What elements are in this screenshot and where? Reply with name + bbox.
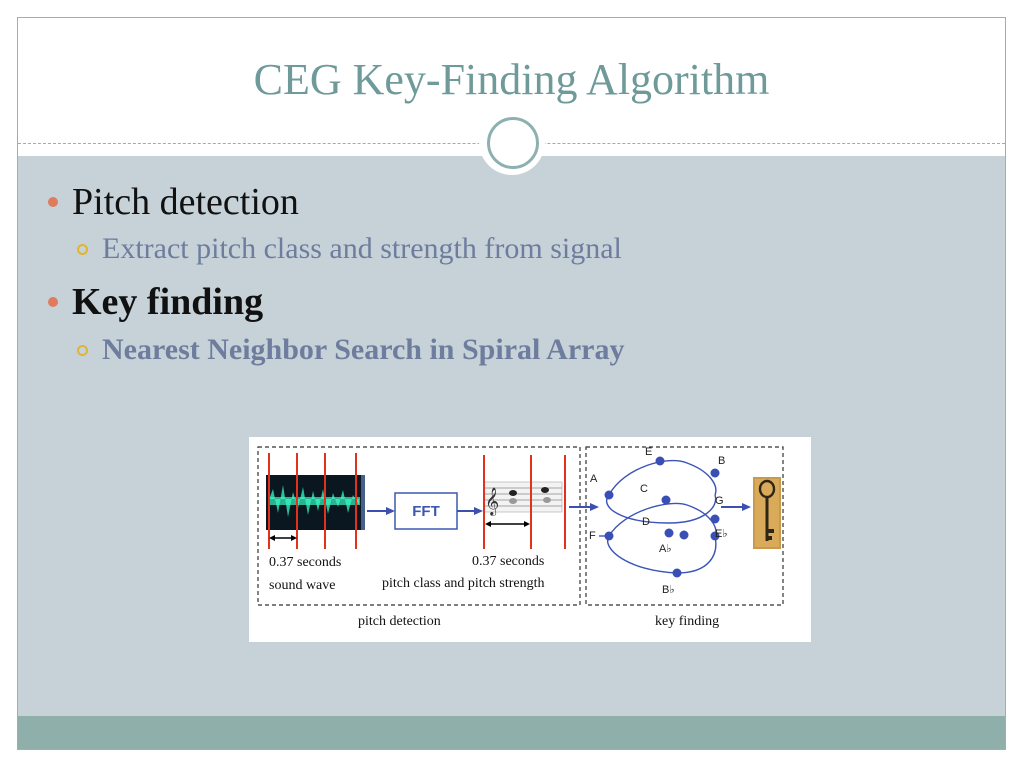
subbullet-text: Extract pitch class and strength from si… xyxy=(102,232,622,265)
svg-text:𝄞: 𝄞 xyxy=(485,487,499,516)
spiral-node xyxy=(604,490,614,500)
spiral-node-label: A xyxy=(590,473,598,485)
spiral-node xyxy=(672,568,682,578)
bullet-text: Key finding xyxy=(72,281,264,323)
spiral-node-label: B♭ xyxy=(662,584,675,596)
bullet-key-finding: Key finding xyxy=(48,280,263,324)
music-staff xyxy=(483,481,563,513)
slide-title: CEG Key-Finding Algorithm xyxy=(253,55,770,104)
spiral-node-label: A♭ xyxy=(659,543,672,555)
spiral-node-label: C xyxy=(640,483,648,495)
spiral-node xyxy=(710,514,720,524)
spiral-node xyxy=(710,531,720,541)
spiral-node xyxy=(655,456,665,466)
spiral-node xyxy=(604,531,614,541)
spiral-node xyxy=(661,495,671,505)
bullet-ring-icon xyxy=(77,243,88,255)
subbullet-nearest-neighbor: Nearest Neighbor Search in Spiral Array xyxy=(77,333,624,367)
footer-band xyxy=(18,716,1005,749)
spiral-node-label: E xyxy=(645,446,653,458)
bullet-dot-icon xyxy=(48,297,58,307)
wave-duration-label: 0.37 seconds xyxy=(269,555,342,570)
spiral-node-label: B xyxy=(718,455,726,467)
wave-caption: sound wave xyxy=(269,578,336,593)
bullet-ring-icon xyxy=(77,344,88,356)
spiral-node-label: E♭ xyxy=(715,528,728,540)
subbullet-text: Nearest Neighbor Search in Spiral Array xyxy=(102,333,625,366)
bullet-pitch-detection: Pitch detection xyxy=(48,180,299,224)
spiral-array xyxy=(599,459,717,574)
fft-box xyxy=(394,492,458,530)
bullet-text: Pitch detection xyxy=(72,181,299,223)
spiral-node xyxy=(679,530,689,540)
pitch-caption: pitch class and pitch strength xyxy=(382,576,545,591)
spiral-node-label: F xyxy=(589,530,596,542)
spiral-node xyxy=(710,468,720,478)
ornament-ring xyxy=(487,117,539,169)
pitch-detection-caption: pitch detection xyxy=(358,614,441,629)
fft-label: FFT xyxy=(412,502,440,520)
diagram-graphics: 𝄞 xyxy=(257,446,784,606)
pitch-detection-box xyxy=(257,446,581,606)
spiral-node xyxy=(664,528,674,538)
pitch-duration-label: 0.37 seconds xyxy=(472,554,545,569)
key-finding-caption: key finding xyxy=(655,614,720,629)
key-finding-box xyxy=(585,446,784,606)
bullet-dot-icon xyxy=(48,197,58,207)
ceg-diagram: 𝄞 xyxy=(249,437,811,642)
subbullet-extract-pitch: Extract pitch class and strength from si… xyxy=(77,232,622,266)
spiral-node-label: D xyxy=(642,516,650,528)
spiral-node-label: G xyxy=(715,495,724,507)
